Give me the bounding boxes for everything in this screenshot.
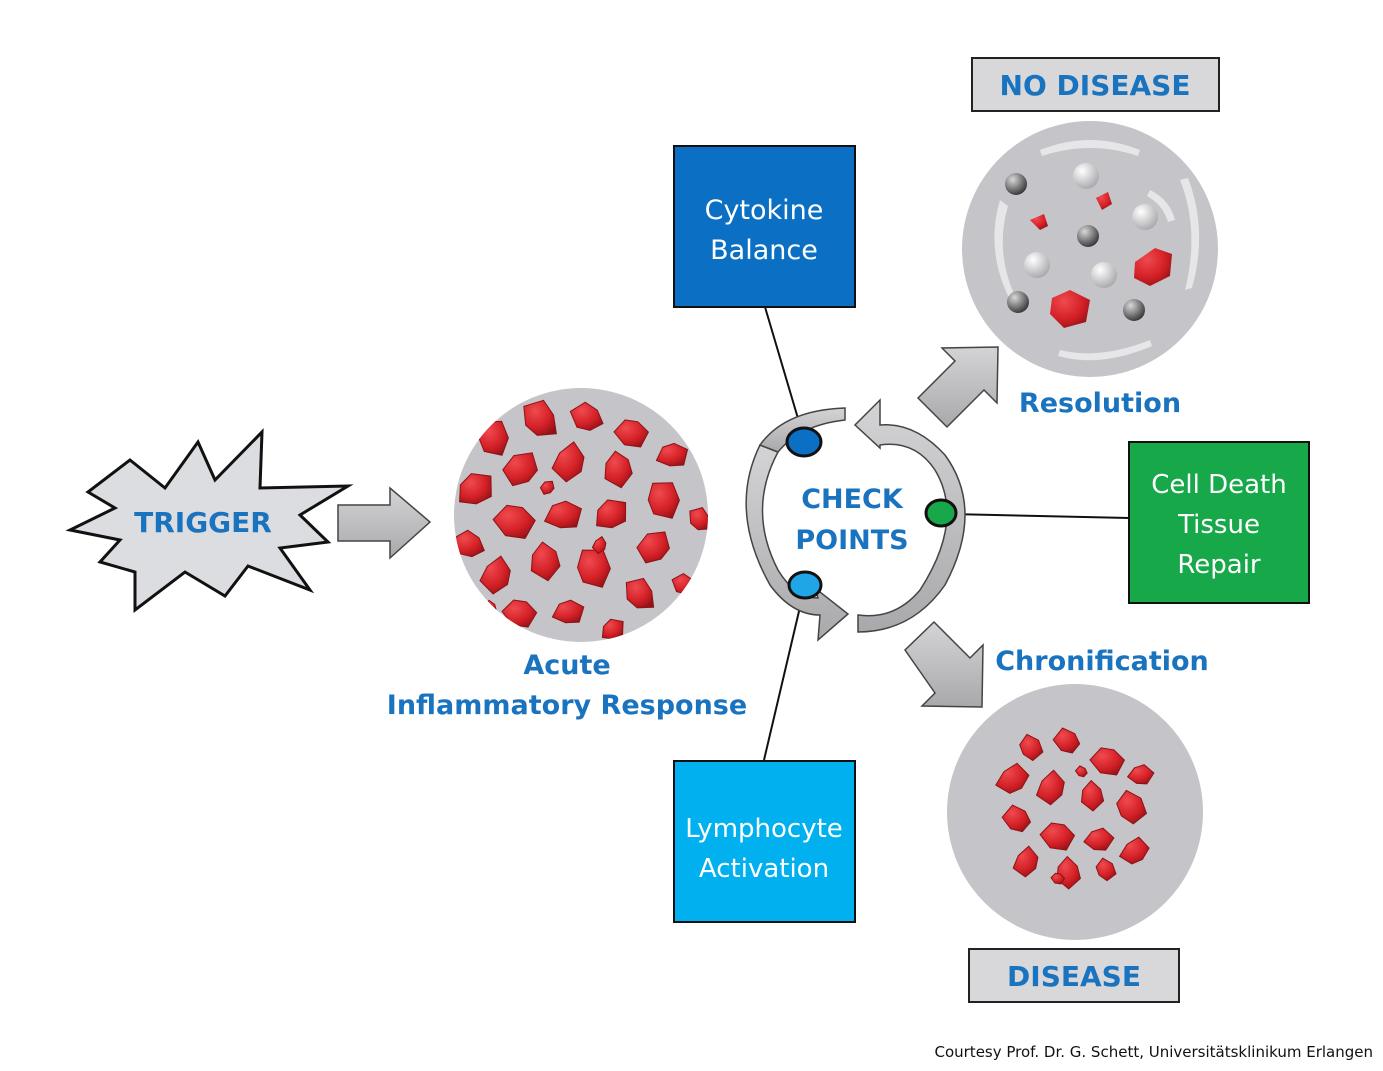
celldeath-line3: Repair [1177, 550, 1261, 580]
celldeath-box-bg [1128, 441, 1310, 604]
red-cell [543, 500, 582, 529]
red-cell [601, 618, 624, 640]
red-cell [591, 535, 607, 555]
red-cell [995, 762, 1030, 794]
red-cell [1012, 845, 1039, 878]
cycle-arrow-lower [745, 444, 850, 642]
acute-label-line1: Acute [523, 650, 610, 681]
red-cell [1118, 836, 1150, 865]
arrow-to-chronification [904, 620, 984, 708]
disease-label: DISEASE [1007, 960, 1141, 993]
red-cell [1052, 727, 1081, 754]
checkpoints-line1: CHECK [801, 484, 904, 515]
red-cell [655, 442, 689, 467]
red-cell [569, 401, 604, 431]
red-cell [479, 555, 511, 595]
disease-circle [947, 684, 1203, 940]
red-cell [1116, 789, 1148, 825]
acute-label-line2: Inflammatory Response [387, 690, 747, 721]
red-cell [604, 450, 633, 489]
checkpoint-dot-cytokine [785, 426, 823, 458]
red-cell [625, 577, 655, 609]
checkpoints-line2: POINTS [795, 525, 908, 556]
red-cell [539, 480, 555, 495]
disease-box: DISEASE [968, 948, 1180, 1003]
disease-cells-group [995, 727, 1155, 890]
red-cell [1126, 764, 1155, 785]
red-cell [1089, 747, 1126, 776]
red-cell [1050, 872, 1066, 885]
red-cell [1001, 804, 1032, 833]
red-cell [1019, 733, 1044, 762]
lymphocyte-line2: Activation [699, 854, 829, 884]
lymphocyte-box-bg [673, 760, 856, 923]
acute-cells-group [454, 399, 708, 640]
chronification-label: Chronification [995, 646, 1209, 677]
red-cell [502, 452, 538, 487]
connector-celldeath [949, 513, 1130, 519]
celldeath-line1: Cell Death [1151, 470, 1286, 500]
resolution-label: Resolution [1019, 388, 1181, 419]
arrow-trigger-to-acute [337, 486, 432, 560]
checkpoint-dot-celldeath [924, 498, 958, 528]
cytokine-balance-box: Cytokine Balance [673, 145, 856, 308]
no-disease-box: NO DISEASE [971, 57, 1220, 112]
cytokine-line2: Balance [710, 235, 818, 266]
red-cell [530, 541, 561, 582]
red-cell [613, 419, 650, 448]
connector-cytokine [764, 306, 803, 433]
lymphocyte-activation-box: Lymphocyte Activation [673, 760, 856, 923]
red-cell [492, 504, 536, 539]
no-disease-label: NO DISEASE [1000, 69, 1191, 102]
trigger-burst: TRIGGER [65, 428, 354, 614]
lymphocyte-line1: Lymphocyte [685, 814, 843, 844]
trigger-star-shape [65, 428, 354, 614]
acute-tissue-circle [454, 388, 708, 642]
red-cell [523, 399, 557, 436]
red-cell [478, 420, 509, 456]
resolution-particles [1005, 163, 1172, 328]
red-cell [647, 482, 680, 519]
red-cell [551, 599, 585, 624]
red-cell [551, 441, 585, 483]
cytokine-box-bg [673, 145, 856, 308]
cell-death-box: Cell Death Tissue Repair [1128, 441, 1310, 604]
cytokine-line1: Cytokine [705, 195, 824, 226]
celldeath-line2: Tissue [1177, 510, 1260, 540]
red-cell [501, 599, 538, 628]
credit-text: Courtesy Prof. Dr. G. Schett, Universitä… [934, 1043, 1373, 1061]
red-cell [1083, 827, 1115, 851]
checkpoint-dot-lymphocyte [787, 570, 823, 600]
resolution-circle [962, 121, 1218, 377]
cycle-arrow-upper [853, 398, 966, 633]
red-cell [1074, 765, 1088, 778]
red-cell [1039, 822, 1076, 851]
red-cell [1095, 857, 1117, 882]
red-cell [636, 531, 670, 564]
red-cell [596, 499, 627, 529]
disease-bg [968, 948, 1180, 1003]
red-cell [689, 507, 708, 531]
red-cell [1035, 769, 1065, 806]
no-disease-bg [971, 57, 1220, 112]
trigger-label: TRIGGER [134, 506, 272, 539]
red-cell [459, 473, 492, 505]
arrow-to-resolution [916, 346, 999, 429]
connector-lymphocyte [763, 589, 805, 761]
red-cell [1080, 779, 1105, 812]
